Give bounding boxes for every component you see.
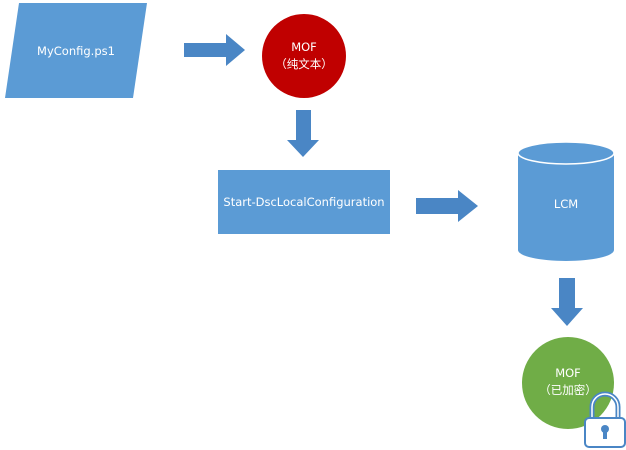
lcm-label: LCM bbox=[554, 197, 578, 211]
lcm-node: LCM bbox=[517, 141, 615, 261]
mof-plain-line1: MOF bbox=[291, 40, 317, 54]
arrow-start-to-lcm bbox=[416, 190, 478, 222]
arrow-lcm-to-encrypted bbox=[551, 278, 583, 326]
mof-encrypted-line1: MOF bbox=[555, 366, 581, 380]
lock-icon bbox=[584, 391, 626, 448]
start-command-node: Start-DscLocalConfiguration bbox=[218, 170, 390, 234]
mof-encrypted-node: MOF （已加密） bbox=[522, 337, 614, 429]
mof-plain-node: MOF （纯文本） bbox=[262, 14, 346, 98]
script-file-node: MyConfig.ps1 bbox=[5, 3, 147, 98]
start-command-label: Start-DscLocalConfiguration bbox=[223, 195, 384, 209]
mof-plain-line2: （纯文本） bbox=[275, 57, 333, 71]
arrow-script-to-mof bbox=[184, 34, 245, 66]
mof-encrypted-line2: （已加密） bbox=[539, 383, 597, 397]
arrow-mof-to-start bbox=[287, 110, 319, 157]
script-file-label: MyConfig.ps1 bbox=[37, 44, 115, 58]
